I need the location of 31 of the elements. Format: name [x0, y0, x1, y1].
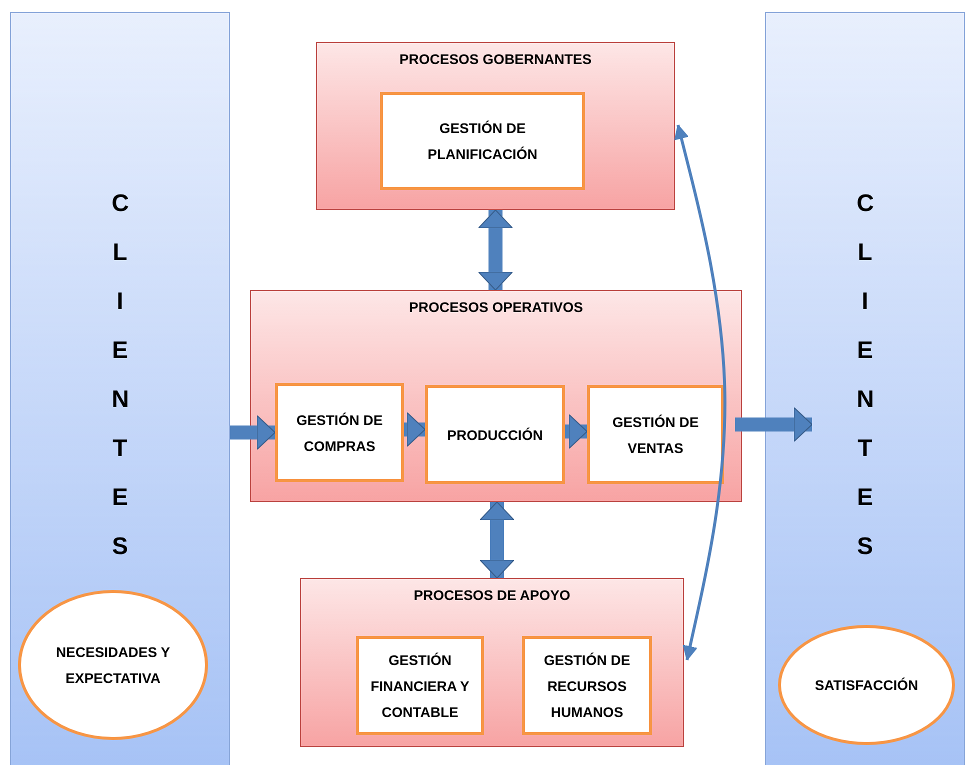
block-arrow: [404, 412, 426, 447]
box-label: GESTIÓN DE COMPRAS: [295, 410, 384, 456]
box-label: GESTIÓN FINANCIERA Y CONTABLE: [370, 650, 470, 722]
process-box: [275, 383, 404, 482]
process-box: [587, 385, 724, 484]
process-group-box: [300, 578, 684, 747]
box-label: NECESIDADES Y EXPECTATIVA: [54, 643, 172, 688]
box-label: GESTIÓN DE PLANIFICACIÓN: [426, 119, 538, 164]
box-label: GESTIÓN DE RECURSOS HUMANOS: [542, 650, 632, 722]
process-box: [425, 385, 565, 484]
vertical-label: CLIENTES: [856, 189, 874, 562]
process-group-box: [250, 290, 742, 502]
block-arrow: [478, 210, 513, 290]
process-box: [380, 92, 585, 190]
process-box: [356, 636, 484, 735]
client-band: [10, 12, 230, 765]
process-box: [522, 636, 652, 735]
client-band: [765, 12, 965, 765]
block-arrow: [480, 502, 514, 578]
process-group-box: [316, 42, 675, 210]
block-arrow: [565, 414, 588, 449]
group-heading: PROCESOS OPERATIVOS: [408, 299, 584, 315]
block-arrow: [735, 407, 812, 442]
vertical-label: CLIENTES: [112, 189, 128, 562]
curved-arrow: [674, 124, 726, 660]
group-heading: PROCESOS GOBERNANTES: [398, 51, 593, 67]
box-label: SATISFACCIÓN: [814, 676, 920, 695]
block-arrow: [230, 415, 276, 450]
group-heading: PROCESOS DE APOYO: [412, 587, 572, 603]
box-label: PRODUCCIÓN: [446, 426, 544, 444]
box-label: GESTIÓN DE VENTAS: [611, 412, 700, 458]
